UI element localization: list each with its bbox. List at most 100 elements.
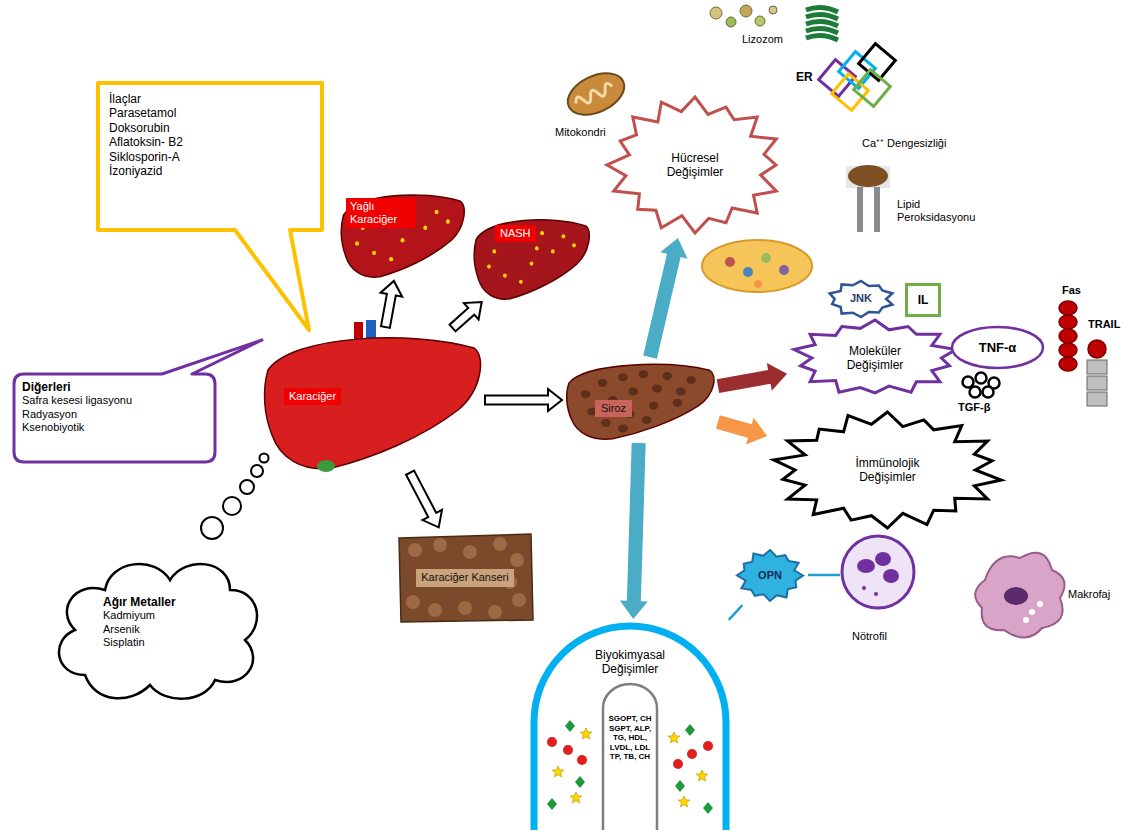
tgf-ring — [963, 377, 974, 388]
tag-box: IL — [905, 283, 941, 317]
node-text: IL — [918, 293, 929, 307]
nash-liver: NASH — [473, 215, 590, 300]
starburst-outline — [794, 320, 956, 393]
receptor-block — [1087, 392, 1107, 406]
mitochondrion-icon — [561, 65, 631, 123]
lysosome-dot — [726, 17, 736, 27]
liver-spot — [401, 238, 405, 242]
thought-cloud: Ağır MetallerKadmiyumArsenikSisplatin — [45, 545, 265, 705]
marker-star — [696, 770, 707, 781]
liver-spot — [663, 372, 673, 380]
marker-diamond — [685, 724, 695, 736]
thought-dot — [223, 497, 241, 515]
arch-panel: Biyokimyasal DeğişimlerSGOPT, CH SGPT, A… — [530, 622, 730, 830]
leader-line — [808, 574, 840, 577]
part-label: Lipid Peroksidasyonu — [897, 198, 969, 224]
connector-arrow — [406, 471, 442, 528]
fas-link — [1059, 343, 1077, 357]
lysosome-dot — [755, 16, 765, 26]
marker-star — [580, 728, 591, 739]
part-label: ER — [796, 70, 813, 84]
liver-spot — [540, 231, 544, 235]
tube-outline — [603, 684, 657, 830]
connector-arrow — [643, 238, 687, 359]
liver-spot — [581, 390, 591, 398]
node-text: NASH — [495, 225, 536, 242]
text-area: TNF-α — [960, 331, 1035, 364]
node-text: Parasetamol — [109, 106, 176, 120]
macrophage-icon — [975, 553, 1064, 638]
neutrophil-body — [842, 536, 914, 608]
liver-spot — [389, 257, 393, 261]
part-label: TGF-β — [958, 401, 990, 414]
liver-shape — [341, 195, 464, 277]
liver-spot — [519, 280, 523, 284]
square-icon — [854, 70, 891, 107]
lipid-icon — [846, 165, 890, 232]
marker-diamond — [575, 776, 585, 788]
tgf-ring — [970, 387, 981, 398]
node-text: Karaciğer — [284, 388, 341, 405]
speech-bubble: DiğerleriSafra kesesi ligasyonuRadyasyon… — [12, 372, 217, 464]
tissue-spot — [488, 605, 502, 619]
connector-arrow — [485, 389, 562, 411]
square-icon — [819, 60, 856, 97]
granule — [1037, 601, 1043, 607]
liver-spot — [572, 243, 576, 247]
tissue-spot — [512, 593, 526, 607]
connector-arrow — [620, 443, 648, 619]
connector-arrow — [450, 302, 482, 331]
part-label: Ca⁺⁺ Dengesizliği — [862, 137, 946, 150]
marker-dot — [703, 741, 713, 751]
liver-spot — [530, 261, 534, 265]
cancer-tissue: Karaciğer Kanseri — [395, 530, 535, 625]
liver-shape — [567, 364, 714, 439]
liver-spot — [487, 264, 491, 268]
marker-dot — [563, 745, 573, 755]
tissue-spot — [458, 601, 472, 615]
node-text: Biyokimyasal Değişimler — [575, 648, 685, 677]
fas-link — [1059, 315, 1077, 329]
liver-spot — [673, 399, 683, 407]
text-area: Moleküler Değişimler — [835, 336, 915, 380]
node-text: Aflatoksin- B2 — [109, 135, 183, 149]
thought-bubbles — [201, 454, 269, 540]
starburst-box: İmmünolojik Değişimler — [770, 410, 1005, 530]
gallbladder — [317, 460, 335, 472]
lipid-tail — [874, 187, 880, 232]
callout-outline — [98, 83, 322, 330]
text-area: IL — [907, 285, 939, 315]
arch-outline — [534, 626, 726, 830]
thought-dot — [240, 480, 254, 494]
cell-body — [702, 240, 812, 292]
node-text: SGOPT, CH SGPT, ALP, TG, HDL, LVDL, LDL … — [604, 714, 656, 762]
text-area: DiğerleriSafra kesesi ligasyonuRadyasyon… — [22, 380, 210, 458]
starburst-outline — [737, 550, 803, 601]
node-text: OPN — [758, 569, 782, 582]
neutrophil-lobe — [883, 569, 899, 583]
liver-spot — [503, 274, 507, 278]
mitochondrion-body — [561, 65, 631, 123]
liver-spot — [652, 385, 662, 393]
text-area: Yağlı Karaciğer — [346, 198, 416, 242]
text-area: Biyokimyasal Değişimler — [575, 648, 685, 682]
tissue-spot — [406, 595, 420, 609]
connector-arrow — [717, 363, 787, 393]
marker-star — [668, 732, 679, 743]
tissue-spot — [463, 545, 477, 559]
liver-spot — [435, 210, 439, 214]
lipid-ground — [846, 166, 890, 188]
connector-arrow — [728, 604, 743, 620]
starburst-outline — [774, 412, 1001, 528]
granule — [1023, 617, 1029, 623]
neutrophil-icon — [842, 536, 914, 608]
liver-spot — [618, 373, 628, 381]
node-text: İzoniyazid — [109, 164, 162, 178]
tissue-spot — [428, 603, 442, 617]
bubble-outline — [14, 340, 262, 462]
receptor-block — [1087, 360, 1107, 374]
node-text: Karaciğer Kanseri — [416, 569, 513, 586]
lysosome-dot — [710, 7, 722, 19]
cirrhosis-liver-outline — [565, 360, 715, 440]
text-area: OPN — [747, 562, 793, 589]
